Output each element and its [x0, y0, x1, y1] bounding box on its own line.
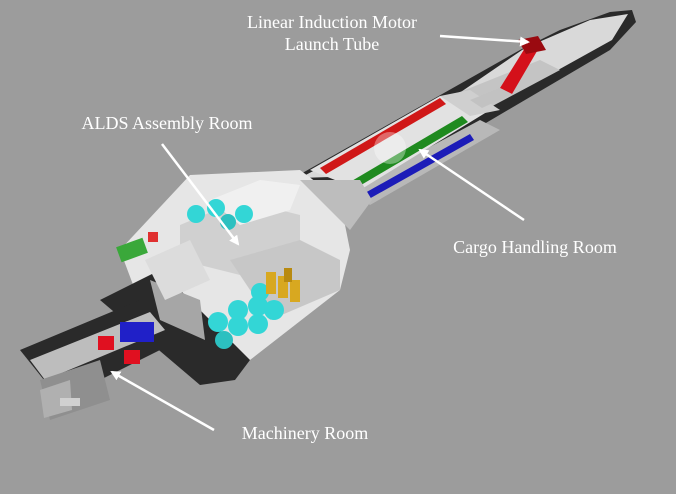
cargo-rail-red [320, 98, 446, 174]
cargo-bay [310, 90, 500, 204]
arrow-alds-room [161, 143, 240, 246]
launch-tube-label: Linear Induction Motor Launch Tube [212, 11, 452, 55]
arrow-machinery-room [110, 370, 215, 432]
arrow-cargo-room [418, 148, 525, 222]
machinery-room [20, 300, 180, 420]
mid-hull [100, 170, 372, 385]
launch-tube-label-line1: Linear Induction Motor [247, 12, 417, 32]
machinery-room-label: Machinery Room [241, 423, 369, 443]
launch-tube [470, 36, 546, 108]
alds-room-label: ALDS Assembly Room [81, 113, 253, 133]
arrow-launch-tube [439, 34, 530, 47]
cargo-room-label: Cargo Handling Room [453, 237, 617, 257]
cargo-hold-lower [208, 268, 300, 349]
pointer-arrows [110, 34, 530, 432]
cargo-rail-green [350, 116, 468, 188]
launch-tube-label-line2: Launch Tube [284, 34, 380, 54]
green-panel [116, 232, 158, 263]
cargo-rail-blue [356, 134, 474, 204]
